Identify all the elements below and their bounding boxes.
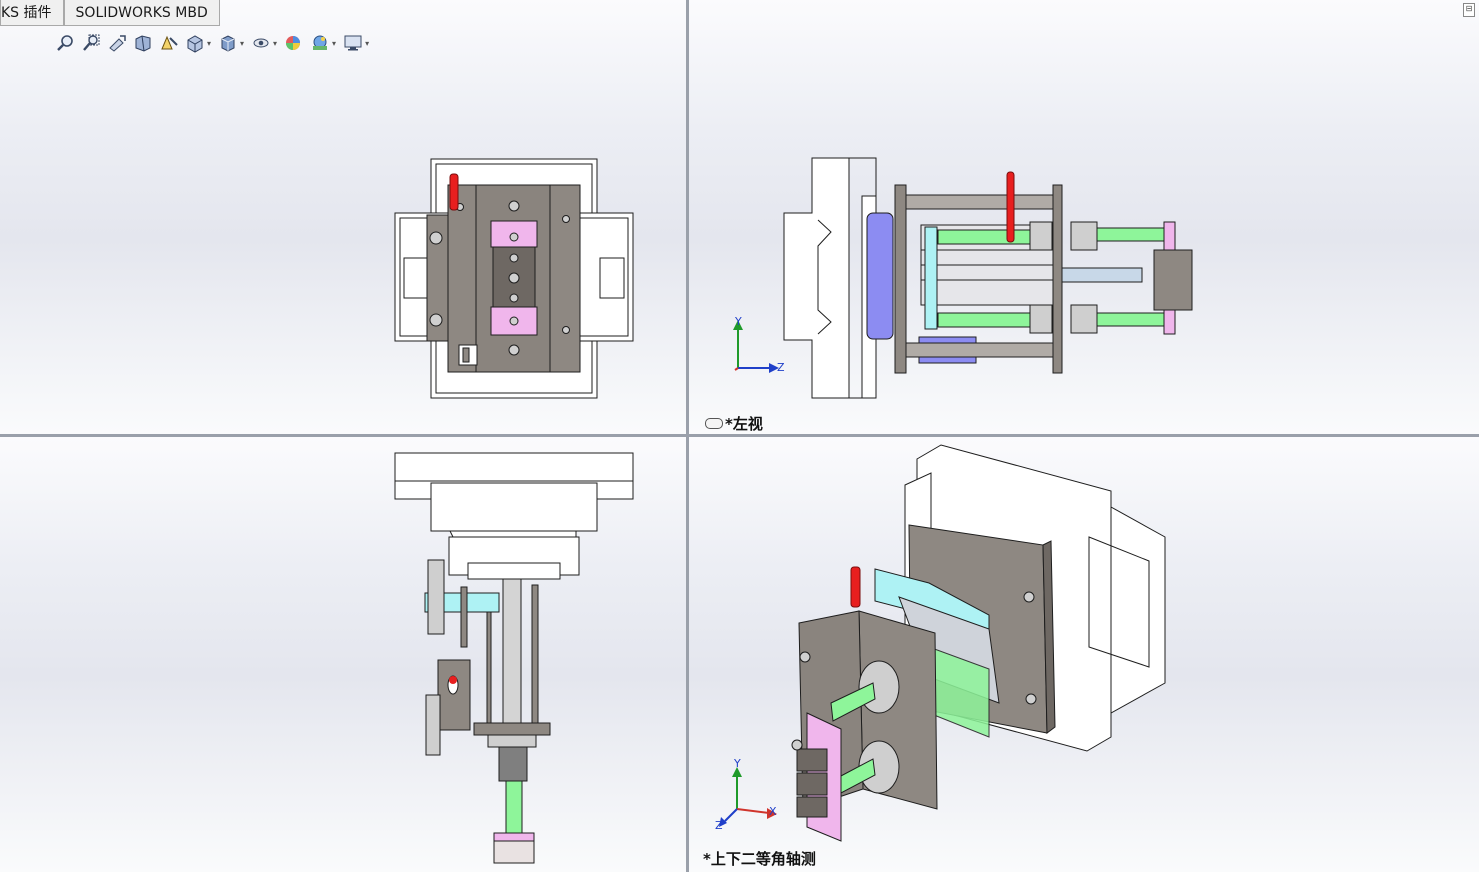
red-pin-tip (449, 676, 457, 684)
triad-x-label: X (769, 805, 777, 818)
model-front-view (394, 158, 634, 399)
view-orientation-dropdown-icon[interactable]: ▾ (207, 38, 212, 48)
section-view-icon[interactable] (132, 32, 154, 54)
hide-show-items-icon[interactable] (250, 32, 272, 54)
triad-y-label: Y (733, 757, 741, 770)
zoom-to-area-icon[interactable] (80, 32, 102, 54)
triad-z-label: Z (715, 819, 723, 832)
coordinate-triad: Y Z (733, 315, 785, 374)
blue-slider (866, 212, 894, 340)
tab-ks-plugins[interactable]: KS 插件 (0, 0, 64, 26)
viewport-horizontal-splitter[interactable] (0, 434, 1479, 437)
viewport-bottom-right[interactable]: Y X Z *上下二等角轴测 (689, 437, 1479, 872)
zoom-to-fit-icon[interactable] (54, 32, 76, 54)
coordinate-triad: Y X Z (715, 757, 777, 832)
tab-solidworks-mbd[interactable]: SOLIDWORKS MBD (63, 0, 220, 26)
pink-block-top (490, 220, 538, 248)
apply-scene-icon[interactable] (309, 32, 331, 54)
red-pin (449, 173, 459, 211)
view-settings-dropdown-icon[interactable]: ▾ (365, 38, 370, 48)
model-left-view: Y Z (733, 157, 1193, 399)
restore-viewport-icon[interactable]: ⊟ (1463, 3, 1475, 17)
previous-view-icon[interactable] (106, 32, 128, 54)
model-top-view (394, 452, 634, 864)
dynamic-annotation-icon[interactable] (158, 32, 180, 54)
green-rod-top (937, 229, 1031, 245)
hide-show-dropdown-icon[interactable]: ▾ (273, 38, 278, 48)
model-isometric-view: Y X Z (715, 444, 1166, 842)
viewport-title-isometric: *上下二等角轴测 (703, 850, 816, 868)
view-settings-icon[interactable] (342, 32, 364, 54)
apply-scene-dropdown-icon[interactable]: ▾ (332, 38, 337, 48)
cyan-bracket (924, 226, 938, 330)
edit-appearance-icon[interactable] (283, 32, 305, 54)
viewport-top-left[interactable] (0, 0, 686, 434)
green-rod-bottom (937, 312, 1031, 328)
triad-z-label: Z (777, 361, 785, 374)
command-manager-tabs: KS 插件 SOLIDWORKS MBD (0, 0, 220, 27)
display-style-dropdown-icon[interactable]: ▾ (240, 38, 245, 48)
view-orientation-icon[interactable] (184, 32, 206, 54)
display-style-icon[interactable] (217, 32, 239, 54)
viewport-title-left-view: *左视 (725, 415, 763, 433)
triad-y-label: Y (734, 315, 742, 328)
viewport-bottom-left[interactable] (0, 437, 686, 872)
view-link-icon[interactable] (705, 418, 723, 429)
viewport-top-right[interactable]: ⊟ (689, 0, 1479, 434)
red-pin (850, 566, 861, 608)
red-pin (1006, 171, 1015, 243)
heads-up-view-toolbar: ▾ ▾ ▾ ▾ ▾ (54, 31, 375, 55)
green-rod (505, 780, 523, 834)
